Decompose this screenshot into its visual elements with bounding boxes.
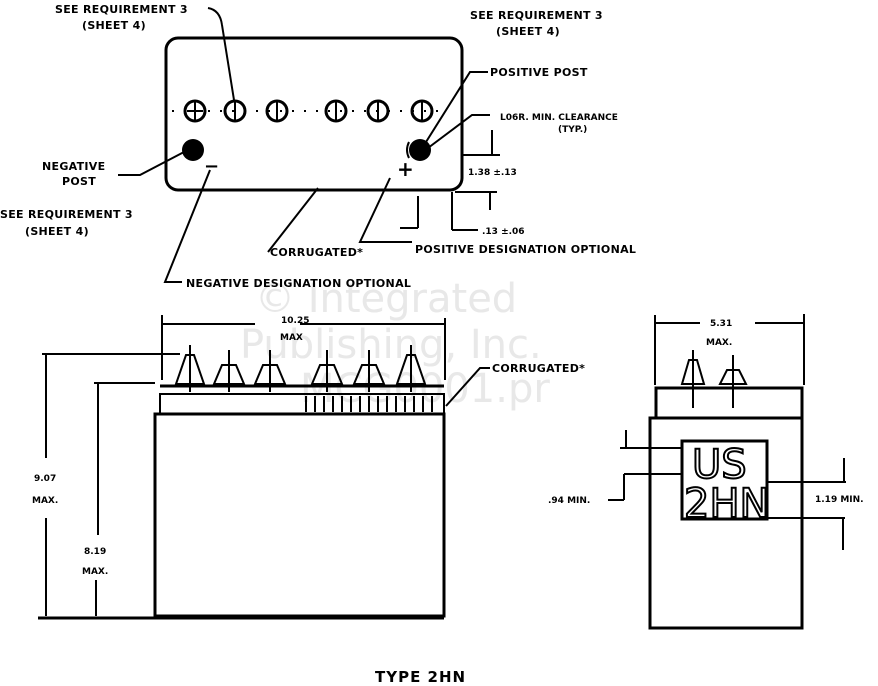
positive-designation-label: POSITIVE DESIGNATION OPTIONAL xyxy=(415,243,636,256)
negative-post-label-line1: NEGATIVE xyxy=(42,160,105,173)
corrugated-top-label: CORRUGATED* xyxy=(270,246,363,259)
see-req-top-left-line1: SEE REQUIREMENT 3 xyxy=(55,3,188,16)
leader-corrugated-top xyxy=(267,187,319,253)
watermark-line2: Publishing, Inc. xyxy=(240,322,542,368)
positive-symbol: + xyxy=(397,157,414,181)
dim-height-label: 1.38 ±.13 xyxy=(468,168,517,178)
clearance-label-line1: L06R. MIN. CLEARANCE xyxy=(500,113,618,123)
body-height-value: 8.19 xyxy=(84,547,106,557)
see-req-top-right-line1: SEE REQUIREMENT 3 xyxy=(470,9,603,22)
see-req-left-line2: (SHEET 4) xyxy=(25,225,89,238)
left-dim-label: .94 MIN. xyxy=(548,496,590,506)
see-req-left-line1: SEE REQUIREMENT 3 xyxy=(0,208,133,221)
leader-negative-designation xyxy=(163,169,211,283)
watermark: © Integrated Publishing, Inc. MCG0001.pr xyxy=(240,276,550,412)
end-width-dim: 5.31 xyxy=(710,319,732,329)
terminal-post xyxy=(395,345,427,392)
negative-symbol: − xyxy=(204,156,219,177)
see-req-top-left-line2: (SHEET 4) xyxy=(82,19,146,32)
vent-cap xyxy=(410,99,434,123)
corrugation xyxy=(305,396,433,412)
leader-negative-post xyxy=(118,151,185,176)
width-max-label: MAX xyxy=(280,333,303,343)
negative-designation-label: NEGATIVE DESIGNATION OPTIONAL xyxy=(186,277,411,290)
terminal-post xyxy=(680,350,706,408)
end-view: 5.31 MAX. US 2HN .94 MIN. 1.19 MIN. xyxy=(548,314,864,630)
body-height-max: MAX. xyxy=(82,567,108,577)
leader-corrugated-side xyxy=(445,367,490,407)
terminal-post xyxy=(174,345,206,392)
see-req-top-right-line2: (SHEET 4) xyxy=(496,25,560,38)
vent-cap xyxy=(265,99,289,123)
overall-height-value: 9.07 xyxy=(34,474,56,484)
overall-height-max: MAX. xyxy=(32,496,58,506)
vent-cap xyxy=(324,99,348,123)
right-dim-label: 1.19 MIN. xyxy=(815,495,864,505)
marking-box xyxy=(680,439,769,521)
vent-cap xyxy=(718,355,748,408)
vent-cap xyxy=(183,99,207,123)
top-view: − + SEE REQUIREMENT 3 (SHEET 4) SEE REQU… xyxy=(0,3,636,290)
negative-post-terminal xyxy=(182,139,204,161)
top-view-outline xyxy=(164,36,464,192)
drawing-title: TYPE 2HN xyxy=(375,668,466,686)
end-view-body xyxy=(648,416,804,630)
negative-post-label-line2: POST xyxy=(62,175,96,188)
leader-positive-post xyxy=(425,71,488,143)
marking-line2: 2HN xyxy=(684,481,769,527)
width-dim-label: 10.25 xyxy=(281,316,309,326)
side-view-body xyxy=(153,412,446,618)
clearance-label-line2: (TYP.) xyxy=(558,125,587,135)
vent-cap xyxy=(223,99,247,123)
watermark-line1: © Integrated xyxy=(255,276,517,322)
clearance-arc xyxy=(406,141,410,159)
dim-offset-label: .13 ±.06 xyxy=(482,227,525,237)
end-width-max: MAX. xyxy=(706,338,732,348)
vent-cap xyxy=(366,99,390,123)
positive-post-label: POSITIVE POST xyxy=(490,66,588,79)
side-view: 10.25 MAX 9.07 MAX. 8.19 MAX. CORRUGATED… xyxy=(32,315,585,620)
positive-post-terminal xyxy=(409,139,431,161)
leader-see-req-top-left xyxy=(207,7,235,101)
leader-clearance xyxy=(427,114,490,149)
end-view-cover xyxy=(654,386,804,420)
leader-positive-designation xyxy=(358,177,412,243)
marking-line1: US xyxy=(692,442,747,488)
corrugated-side-label: CORRUGATED* xyxy=(492,362,585,375)
